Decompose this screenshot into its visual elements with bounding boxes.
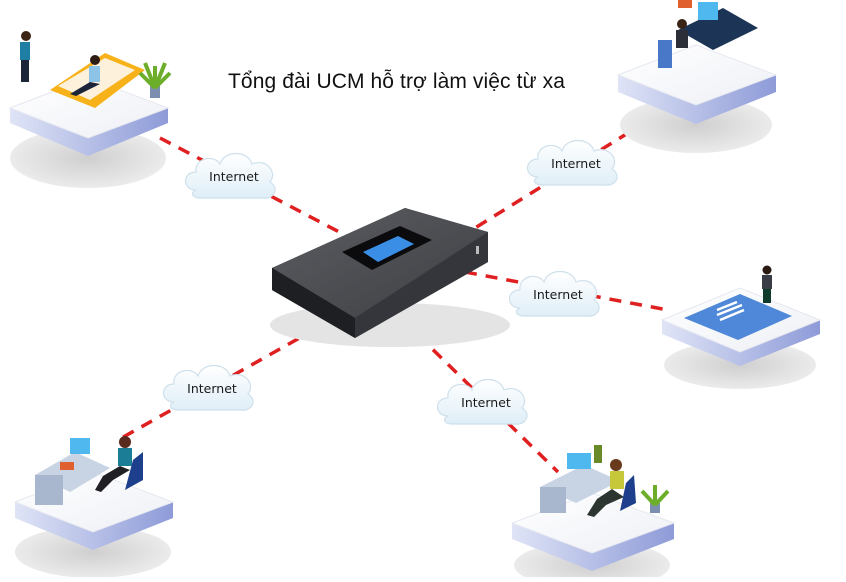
monitor (698, 2, 718, 20)
chair (658, 40, 672, 68)
books (594, 445, 602, 463)
cloud-right: Internet (508, 270, 600, 317)
platform-shadow (10, 128, 166, 188)
tablet-screen (684, 294, 792, 340)
cloud-shape (508, 270, 600, 317)
chair (125, 452, 143, 490)
cloud-shape (526, 139, 618, 186)
monitor (70, 438, 90, 454)
books (678, 0, 692, 8)
cloud-label: Internet (551, 156, 601, 171)
cloud-label: Internet (461, 395, 511, 410)
link-desk-bottom-right (416, 333, 560, 474)
cloud-top-left: Internet (184, 152, 276, 199)
cloud-bottom-center: Internet (436, 378, 528, 425)
diagram-title: Tổng đài UCM hỗ trợ làm việc từ xa (228, 70, 566, 93)
cloud-label: Internet (209, 169, 259, 184)
workstation-tablet-presenter (660, 265, 822, 389)
cloud-label: Internet (533, 287, 583, 302)
link-tablet (464, 270, 669, 312)
workstation-desk-bottom-left (13, 436, 175, 578)
platform-shadow (620, 97, 772, 153)
plant-pot (150, 86, 160, 98)
cloud-bottom-left: Internet (162, 364, 254, 411)
cloud-top-right: Internet (526, 139, 618, 186)
ucm-device (270, 208, 510, 347)
laptop (567, 453, 591, 469)
link-lounge (159, 136, 346, 237)
device-screen (363, 236, 414, 262)
cloud-label: Internet (187, 381, 237, 396)
workstation-desk-bottom-right (510, 445, 676, 582)
workstation-lounge-sofa (8, 31, 172, 188)
platform-shadow (15, 526, 171, 578)
books (60, 462, 74, 470)
workstation-office-desk (616, 0, 778, 153)
cloud-shape (184, 152, 276, 199)
cloud-shape (436, 378, 528, 425)
plant-pot (650, 503, 660, 513)
chair (620, 475, 636, 511)
cloud-shape (162, 364, 254, 411)
